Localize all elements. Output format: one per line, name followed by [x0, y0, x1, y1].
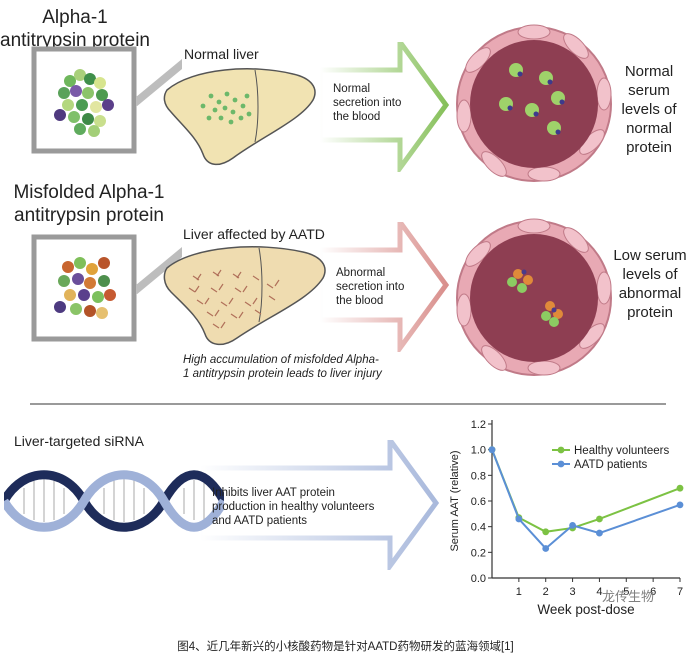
x-tick-label: 2 [543, 586, 549, 598]
data-point [596, 529, 603, 537]
row2-protein-illustration [31, 234, 182, 342]
data-point [596, 515, 603, 523]
y-tick-label: 0.0 [471, 573, 486, 585]
abnormal-blood-vessel-icon [456, 218, 612, 376]
y-tick-label: 1.0 [471, 445, 486, 457]
y-tick-label: 1.2 [471, 419, 486, 431]
figure-caption: 图4、近几年新兴的小核酸药物是针对AATD药物研发的蓝海领域[1] [177, 641, 514, 653]
normal-serum-protein-icon [499, 63, 565, 135]
abnormal-secretion-arrow [320, 222, 450, 352]
sirna-helix-icon [4, 470, 224, 532]
y-axis-label: Serum AAT (relative) [449, 450, 461, 551]
aatd-liver-label: Liver affected by AATD [183, 226, 325, 242]
y-tick-label: 0.2 [471, 547, 486, 559]
data-point [676, 501, 684, 509]
data-point [515, 515, 523, 523]
normal-secretion-text: Normal secretion into the blood [333, 83, 402, 123]
protein-cluster-misfolded-icon [54, 257, 116, 319]
x-tick-label: 1 [516, 586, 522, 598]
abnormal-serum-text: Low serum levels of abnormal protein [613, 247, 687, 321]
section-divider [30, 403, 666, 405]
normal-liver-label: Normal liver [184, 46, 259, 62]
abnormal-serum-protein-icon [507, 269, 563, 327]
data-point [488, 446, 496, 454]
aatd-liver-icon [163, 246, 326, 346]
data-point [569, 521, 576, 529]
data-point [542, 545, 550, 552]
y-tick-label: 0.6 [471, 496, 486, 508]
normal-secretion-arrow [320, 42, 450, 172]
y-tick-label: 0.4 [471, 522, 486, 534]
sirna-inhibition-text: Inhibits liver AAT protein production in… [212, 487, 375, 527]
watermark: 龙传生物 [602, 589, 655, 604]
normal-serum-text: Normal serum levels of normal protein [621, 63, 677, 156]
x-axis-label: Week post-dose [537, 602, 634, 617]
x-tick-label: 5 [623, 586, 629, 598]
abnormal-secretion-text: Abnormal secretion into the blood [336, 267, 405, 307]
legend-label-1: AATD patients [574, 459, 648, 471]
x-tick-label: 7 [677, 586, 683, 598]
y-tick-label: 0.8 [471, 470, 486, 482]
data-point [676, 484, 684, 492]
legend-marker-1 [557, 460, 565, 468]
row3-title: Liver-targeted siRNA [14, 433, 144, 449]
normal-blood-vessel-icon [456, 24, 612, 182]
legend-label-0: Healthy volunteers [574, 445, 669, 457]
series-line-1 [491, 449, 681, 550]
protein-cluster-normal-icon [54, 69, 114, 137]
normal-liver-icon [163, 68, 316, 166]
data-point [542, 528, 550, 536]
x-tick-label: 4 [596, 586, 602, 598]
legend-marker-0 [557, 446, 565, 454]
liver-injury-note: High accumulation of misfolded Alpha-1 a… [183, 354, 382, 380]
x-tick-label: 6 [650, 586, 656, 598]
row1-title: Alpha-1 antitrypsin protein [0, 7, 150, 51]
row2-title: Misfolded Alpha-1 antitrypsin protein [13, 182, 165, 226]
row1-protein-illustration [31, 46, 182, 154]
sirna-inhibition-arrow [200, 440, 440, 570]
x-tick-label: 3 [570, 586, 576, 598]
